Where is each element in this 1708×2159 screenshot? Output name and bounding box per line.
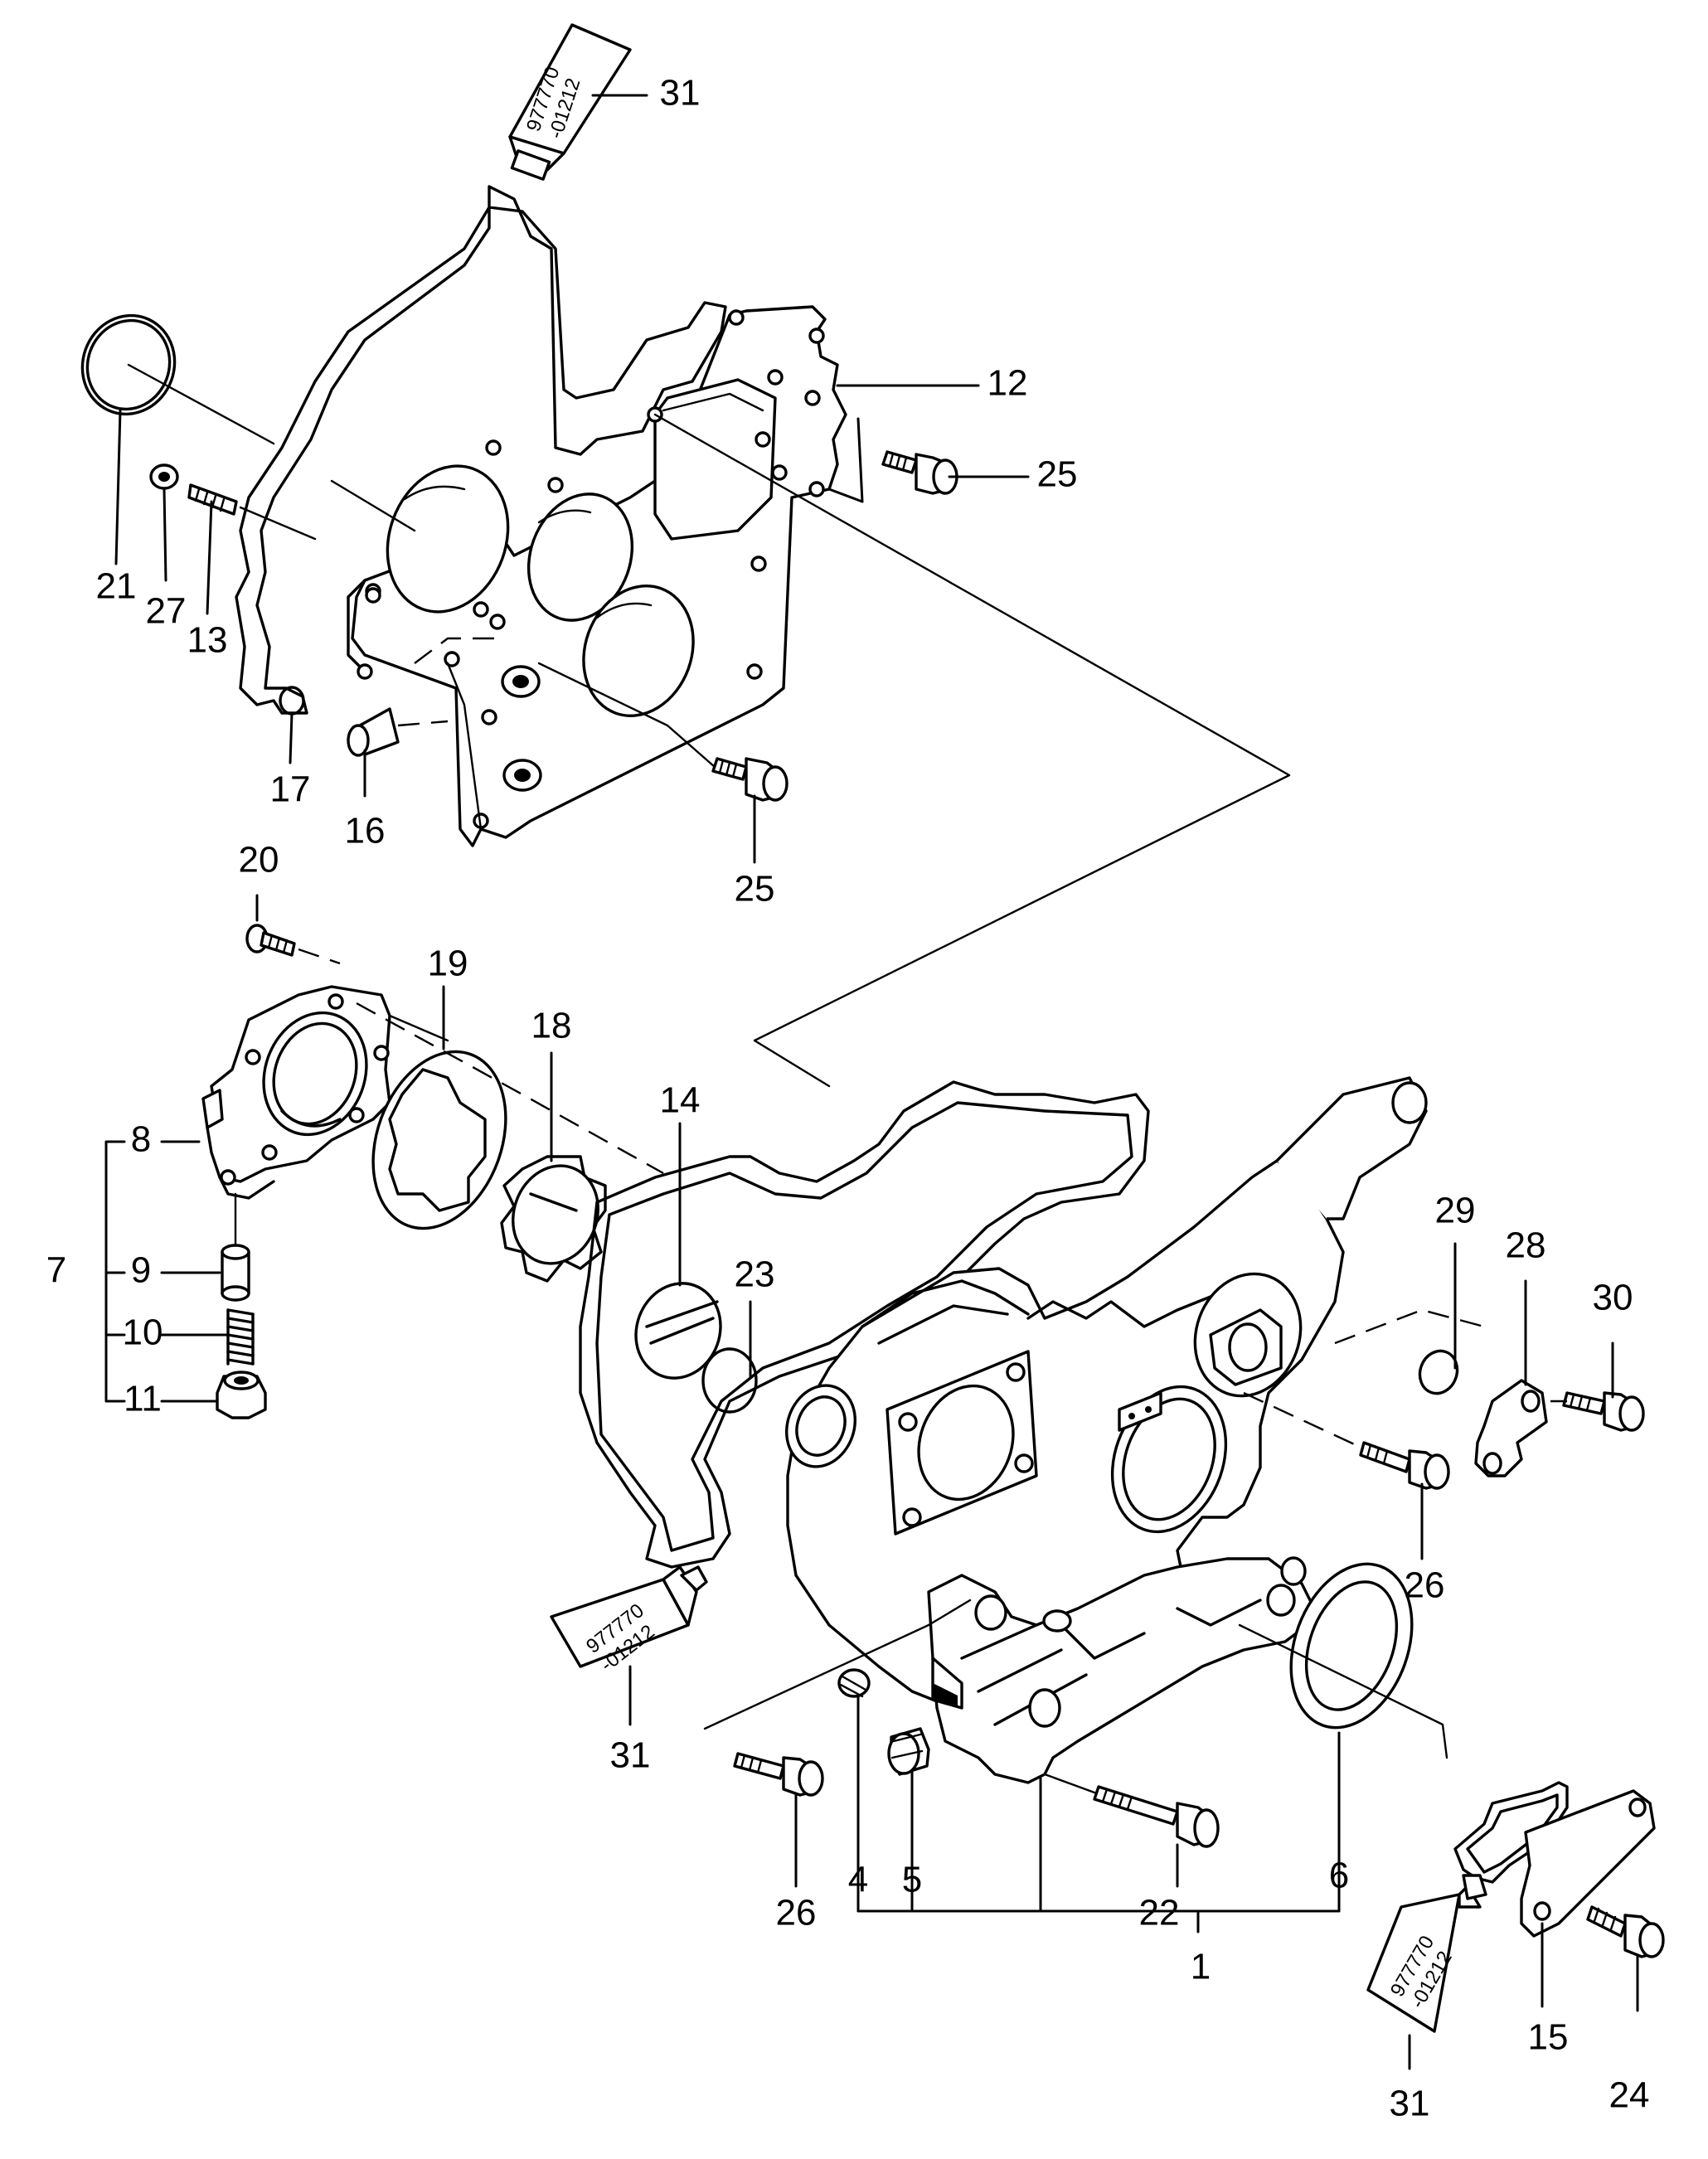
callout-14: 14 bbox=[660, 1080, 701, 1121]
bolt-25-lower bbox=[711, 757, 788, 802]
callout-16: 16 bbox=[345, 811, 386, 851]
crank-oil-seal-6 bbox=[1289, 1562, 1414, 1730]
callout-21: 21 bbox=[96, 566, 137, 607]
plate-seal-upper bbox=[501, 665, 541, 698]
o-ring-23 bbox=[701, 1347, 758, 1414]
inner-rotor-18 bbox=[500, 1155, 607, 1283]
bolt-26-lower bbox=[733, 1752, 824, 1797]
liquid-gasket-outline-top bbox=[235, 185, 727, 715]
callout-labels: 31 12 25 21 27 13 17 16 25 20 19 18 14 2… bbox=[46, 73, 1650, 2124]
callout-24: 24 bbox=[1609, 2075, 1650, 2116]
oil-pump-body bbox=[201, 985, 391, 1200]
callout-31-bottom: 31 bbox=[1390, 2084, 1430, 2124]
callout-22: 22 bbox=[1139, 1893, 1180, 1933]
sealant-tube-middle: 977770 -01212 bbox=[550, 1565, 708, 1676]
callout-25-lower: 25 bbox=[735, 869, 775, 910]
bracket-7 bbox=[104, 1140, 126, 1403]
plug-5 bbox=[887, 1727, 930, 1776]
callout-15: 15 bbox=[1528, 2017, 1569, 2058]
callout-7: 7 bbox=[46, 1250, 66, 1291]
bolt-26-upper bbox=[1359, 1441, 1450, 1490]
idler-shaft-14 bbox=[634, 1282, 722, 1380]
callout-28: 28 bbox=[1506, 1225, 1546, 1266]
stud-13 bbox=[187, 483, 238, 516]
callout-10: 10 bbox=[123, 1312, 163, 1353]
callout-19: 19 bbox=[428, 944, 468, 984]
screw-20 bbox=[245, 924, 296, 957]
leader-lines bbox=[114, 94, 1639, 2070]
gear-case-plate bbox=[347, 305, 847, 847]
plug-4 bbox=[837, 1668, 871, 1698]
bolt-25-upper bbox=[881, 450, 958, 495]
bolt-22 bbox=[1093, 1785, 1220, 1848]
callout-20: 20 bbox=[239, 840, 279, 881]
sealant-tube-top: 977770 -01212 bbox=[508, 23, 632, 181]
callout-8: 8 bbox=[131, 1119, 151, 1160]
callout-13: 13 bbox=[187, 620, 228, 661]
callout-6: 6 bbox=[1329, 1856, 1349, 1896]
callout-11: 11 bbox=[124, 1379, 162, 1419]
callout-9: 9 bbox=[131, 1250, 151, 1291]
callout-31-top: 31 bbox=[660, 73, 701, 114]
cover-28 bbox=[1474, 1379, 1548, 1477]
o-ring-29 bbox=[1418, 1349, 1459, 1395]
callout-12: 12 bbox=[987, 363, 1028, 404]
side-cover-15 bbox=[1520, 1789, 1656, 1938]
callout-18: 18 bbox=[531, 1006, 572, 1046]
callout-1: 1 bbox=[1191, 1947, 1211, 1987]
callout-27: 27 bbox=[146, 591, 187, 632]
o-ring-large bbox=[80, 313, 177, 416]
outer-rotor-19 bbox=[371, 1050, 507, 1230]
callout-5: 5 bbox=[902, 1860, 922, 1900]
callout-23: 23 bbox=[735, 1254, 775, 1295]
bolt-30 bbox=[1562, 1391, 1645, 1432]
sealant-tube-bottom: 977770 -01212 bbox=[1366, 1874, 1487, 2033]
dowel-pin-16 bbox=[347, 707, 400, 757]
callout-26-lower: 26 bbox=[776, 1893, 817, 1933]
nut-27 bbox=[149, 463, 179, 490]
bolt-24 bbox=[1586, 1905, 1665, 1958]
plug-11 bbox=[216, 1371, 267, 1419]
callout-31-middle: 31 bbox=[610, 1735, 651, 1776]
gear-case-body bbox=[785, 1076, 1428, 1784]
callout-26-upper: 26 bbox=[1405, 1565, 1445, 1606]
callout-25-upper: 25 bbox=[1037, 454, 1078, 495]
callout-30: 30 bbox=[1593, 1278, 1633, 1318]
callout-29: 29 bbox=[1435, 1191, 1476, 1231]
relief-valve-9 bbox=[221, 1244, 250, 1302]
callout-17: 17 bbox=[270, 769, 311, 810]
plate-seal-lower bbox=[502, 759, 542, 792]
callout-4: 4 bbox=[848, 1860, 868, 1900]
spring-10 bbox=[226, 1308, 255, 1366]
